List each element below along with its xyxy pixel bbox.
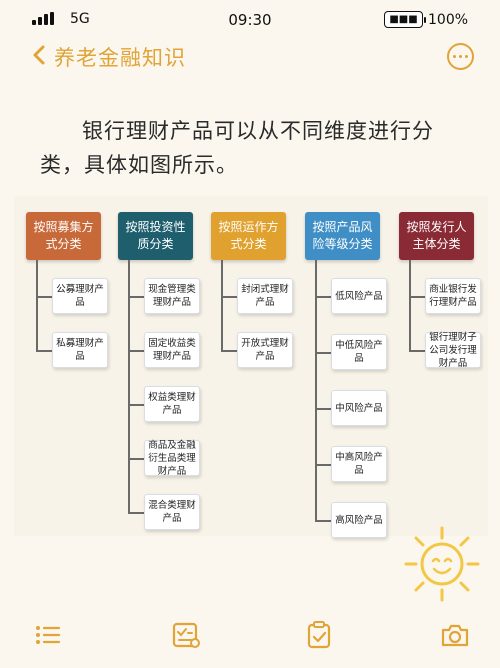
category-item: 现金管理类理财产品 <box>144 278 200 314</box>
category-item: 中低风险产品 <box>331 334 387 370</box>
checklist-icon[interactable] <box>171 620 201 650</box>
status-bar: 5G 09:30 ■■■ 100% <box>0 0 500 40</box>
note-body[interactable]: 银行理财产品可以从不同维度进行分类，具体如图所示。 <box>40 119 434 177</box>
page-title: 养老金融知识 <box>54 46 186 70</box>
category-box-4: 按照产品风险等级分类 <box>305 212 380 260</box>
connector-line <box>315 464 331 466</box>
connector-line <box>221 350 237 352</box>
more-dot <box>453 55 456 58</box>
category-item: 公募理财产品 <box>52 278 108 314</box>
more-dot <box>459 55 462 58</box>
connector-line <box>409 260 411 350</box>
nav-bar: 养老金融知识 <box>0 38 500 72</box>
category-box-1: 按照募集方式分类 <box>26 212 101 260</box>
chevron-left-icon <box>33 45 45 65</box>
sun-sticker-icon <box>404 526 480 602</box>
category-item: 权益类理财产品 <box>144 386 200 422</box>
connector-line <box>221 296 237 298</box>
category-item: 固定收益类理财产品 <box>144 332 200 368</box>
connector-line <box>315 260 317 520</box>
category-item: 中风险产品 <box>331 390 387 426</box>
connector-line <box>128 260 130 512</box>
connector-line <box>221 260 223 350</box>
connector-line <box>128 458 144 460</box>
category-item: 银行理财子公司发行理财产品 <box>425 332 481 369</box>
category-box-3: 按照运作方式分类 <box>211 212 286 260</box>
connector-line <box>315 352 331 354</box>
connector-line <box>409 350 425 352</box>
battery-percent: 100% <box>428 11 469 28</box>
category-item: 商业银行发行理财产品 <box>425 278 481 314</box>
connector-line <box>315 408 331 410</box>
category-item: 私募理财产品 <box>52 332 108 368</box>
connector-line <box>36 296 52 298</box>
back-button[interactable] <box>30 44 50 65</box>
category-box-2: 按照投资性质分类 <box>118 212 193 260</box>
list-icon[interactable] <box>33 620 63 650</box>
category-item: 商品及金融衍生品类理财产品 <box>144 440 200 477</box>
connector-line <box>128 404 144 406</box>
battery-indicator: ■■■ 100% <box>384 11 468 28</box>
bottom-toolbar <box>0 610 500 668</box>
category-item: 低风险产品 <box>331 278 387 314</box>
signal-icon <box>32 12 54 25</box>
connector-line <box>315 296 331 298</box>
more-dot <box>465 55 468 58</box>
category-item: 高风险产品 <box>331 502 387 538</box>
connector-line <box>36 350 52 352</box>
connector-line <box>128 350 144 352</box>
category-item: 混合类理财产品 <box>144 494 200 530</box>
connector-line <box>128 296 144 298</box>
connector-line <box>315 520 331 522</box>
battery-icon: ■■■ <box>384 11 426 28</box>
network-type: 5G <box>70 11 90 27</box>
category-item: 开放式理财产品 <box>237 332 293 368</box>
category-box-5: 按照发行人主体分类 <box>399 212 474 260</box>
connector-line <box>409 296 425 298</box>
clock: 09:30 <box>228 11 272 29</box>
camera-icon[interactable] <box>440 620 470 650</box>
category-item: 中高风险产品 <box>331 446 387 482</box>
connector-line <box>128 512 144 514</box>
clipboard-check-icon[interactable] <box>304 620 334 650</box>
connector-line <box>36 260 38 350</box>
classification-diagram[interactable]: 按照募集方式分类公募理财产品私募理财产品 按照投资性质分类现金管理类理财产品固定收… <box>14 196 488 538</box>
category-item: 封闭式理财产品 <box>237 278 293 314</box>
more-button[interactable] <box>447 43 474 70</box>
